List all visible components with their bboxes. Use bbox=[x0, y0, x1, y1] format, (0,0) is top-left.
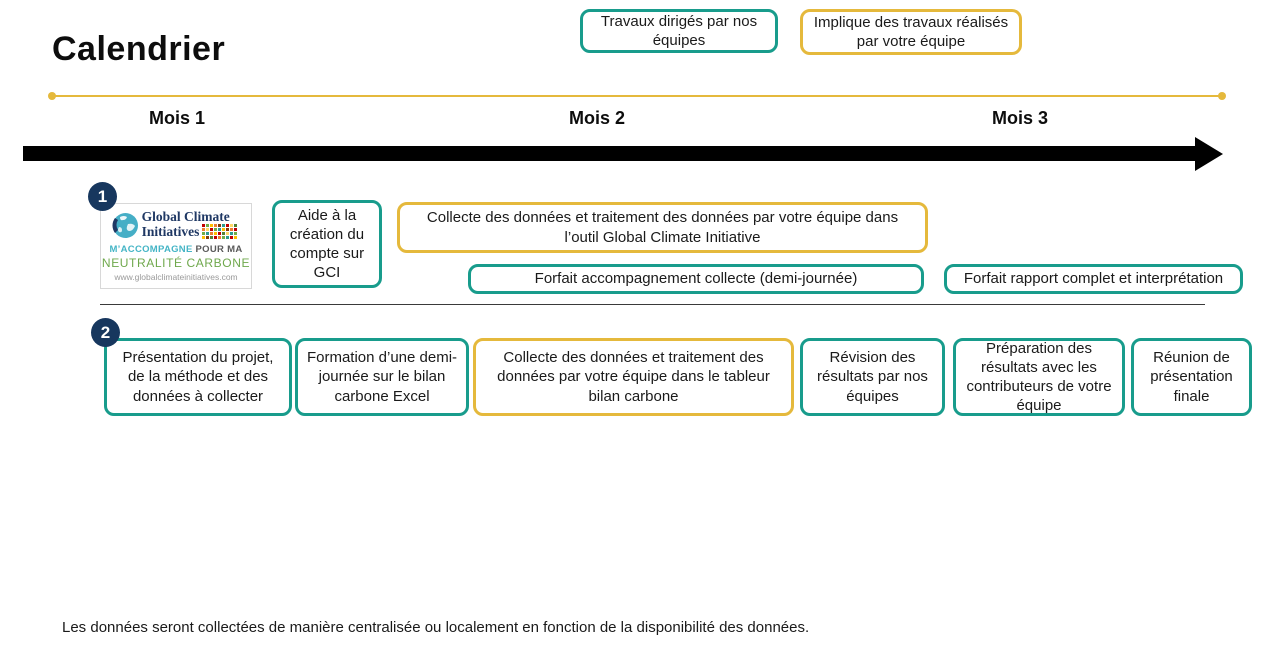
gci-logo: Global Climate Initiatives M’ACCOMPAGNE … bbox=[100, 203, 252, 289]
box-forfait-accompagnement: Forfait accompagnement collecte (demi-jo… bbox=[468, 264, 924, 294]
gci-logo-name: Global Climate Initiatives bbox=[141, 208, 241, 241]
box-collecte-tableur: Collecte des données et traitement des d… bbox=[473, 338, 794, 416]
box-presentation-projet: Présentation du projet, de la méthode et… bbox=[104, 338, 292, 416]
box-label: Révision des résultats par nos équipes bbox=[817, 349, 928, 405]
color-mosaic-icon bbox=[202, 224, 238, 240]
legend-our-team-label: Travaux dirigés par nos équipes bbox=[600, 12, 758, 50]
box-label: Collecte des données et traitement des d… bbox=[426, 209, 899, 246]
box-label: Préparation des résultats avec les contr… bbox=[966, 339, 1112, 415]
legend-your-team-label: Implique des travaux réalisés par votre … bbox=[813, 13, 1009, 51]
box-label: Présentation du projet, de la méthode et… bbox=[122, 349, 274, 405]
box-label: Formation d’une demi-journée sur le bila… bbox=[306, 349, 458, 405]
timeline-arrow-head-icon bbox=[1195, 137, 1223, 171]
gci-logo-top: Global Climate Initiatives bbox=[112, 208, 241, 241]
box-label: Forfait rapport complet et interprétatio… bbox=[963, 270, 1224, 288]
page-title: Calendrier bbox=[52, 30, 226, 68]
month-label-1: Mois 1 bbox=[148, 108, 206, 128]
box-collecte-outil-gci: Collecte des données et traitement des d… bbox=[397, 202, 928, 253]
legend-your-team: Implique des travaux réalisés par votre … bbox=[800, 9, 1022, 55]
gci-logo-name-line2: Initiatives bbox=[141, 224, 200, 239]
gci-logo-tagline: M’ACCOMPAGNE POUR MA bbox=[109, 244, 242, 255]
box-formation-demi-journee: Formation d’une demi-journée sur le bila… bbox=[295, 338, 469, 416]
row1-number-badge: 1 bbox=[88, 182, 117, 211]
gci-tagline-teal: M’ACCOMPAGNE bbox=[109, 244, 193, 256]
gci-tagline-gray: POUR MA bbox=[195, 244, 243, 256]
box-forfait-rapport: Forfait rapport complet et interprétatio… bbox=[944, 264, 1243, 294]
box-reunion-finale: Réunion de présentation finale bbox=[1131, 338, 1252, 416]
timeline-dot-right bbox=[1218, 92, 1226, 100]
row2-number: 2 bbox=[100, 322, 111, 342]
box-aide-creation-compte: Aide à la création du compte sur GCI bbox=[272, 200, 382, 288]
month-label-2: Mois 2 bbox=[568, 108, 626, 128]
row-divider bbox=[100, 304, 1205, 305]
box-label: Aide à la création du compte sur GCI bbox=[289, 206, 365, 282]
month-label-3: Mois 3 bbox=[991, 108, 1049, 128]
box-revision-resultats: Révision des résultats par nos équipes bbox=[800, 338, 945, 416]
box-preparation-resultats: Préparation des résultats avec les contr… bbox=[953, 338, 1125, 416]
footnote: Les données seront collectées de manière… bbox=[62, 619, 810, 636]
gci-logo-url: www.globalclimateinitiatives.com bbox=[114, 272, 238, 283]
row1-number: 1 bbox=[97, 186, 108, 206]
timeline-rule bbox=[48, 92, 1226, 100]
timeline-dot-left bbox=[48, 92, 56, 100]
row2-number-badge: 2 bbox=[91, 318, 120, 347]
gci-logo-name-line1: Global Climate bbox=[141, 208, 230, 224]
gci-tagline-carbone: NEUTRALITÉ CARBONE bbox=[101, 256, 251, 271]
globe-icon bbox=[112, 212, 138, 238]
legend-our-team: Travaux dirigés par nos équipes bbox=[580, 9, 778, 53]
timeline-arrow bbox=[23, 146, 1195, 161]
box-label: Réunion de présentation finale bbox=[1150, 349, 1233, 405]
box-label: Forfait accompagnement collecte (demi-jo… bbox=[534, 270, 858, 288]
box-label: Collecte des données et traitement des d… bbox=[497, 349, 770, 405]
